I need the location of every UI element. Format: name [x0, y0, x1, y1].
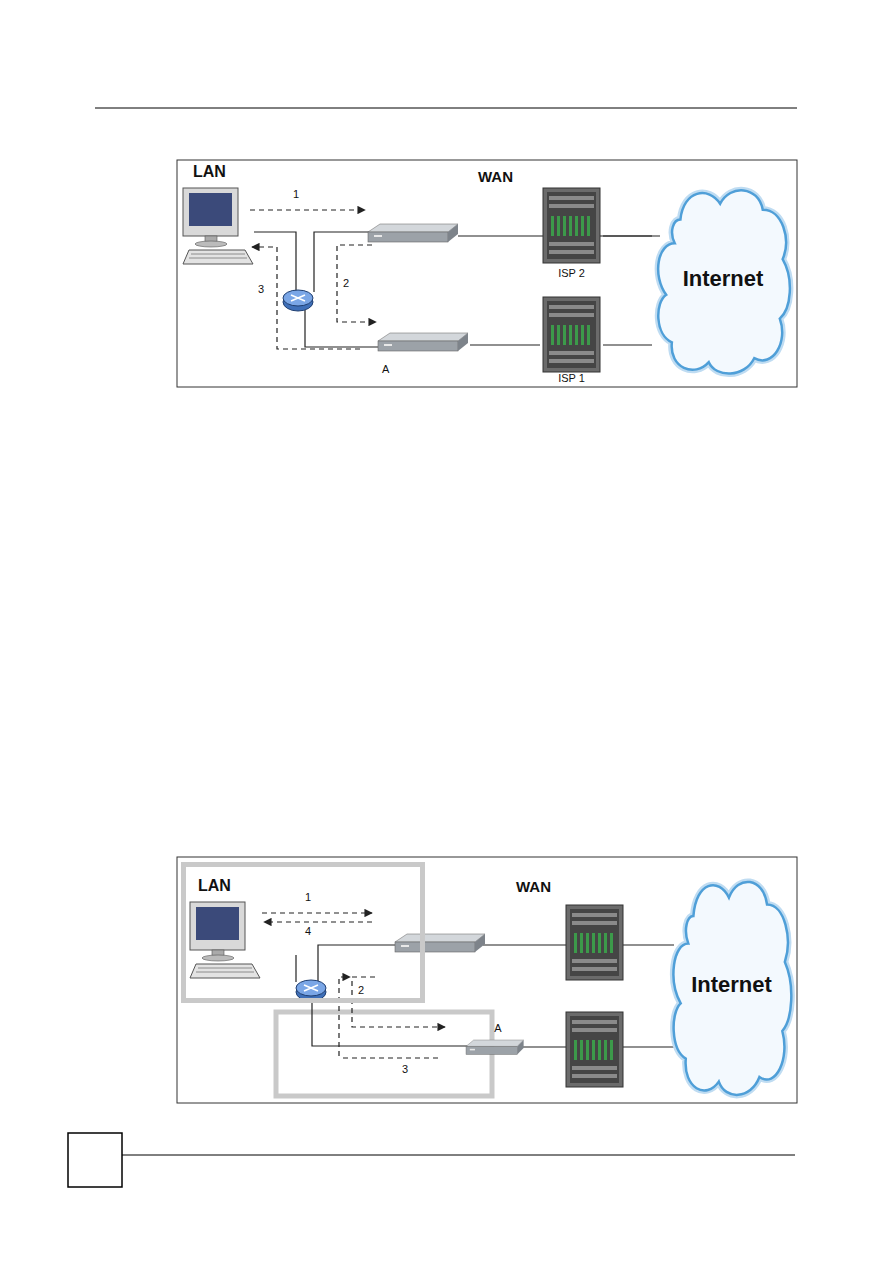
- network-link: [470, 344, 540, 345]
- callout-number: 2: [358, 984, 364, 997]
- callout-number: 2: [343, 277, 349, 290]
- footer-rule: [122, 1155, 795, 1156]
- lan-region: LAN: [181, 862, 425, 1003]
- network-link: [603, 235, 652, 236]
- callout-number: 3: [402, 1063, 408, 1076]
- node-label: A: [494, 1022, 501, 1035]
- modem-device: [466, 1040, 524, 1054]
- figure-frame: [177, 160, 797, 387]
- header-rule: [95, 108, 797, 109]
- callout-number: 4: [305, 925, 311, 938]
- isp-server: [543, 188, 600, 263]
- router-icon: [296, 980, 326, 1001]
- router-node: A: [462, 1020, 526, 1058]
- network-link: [603, 344, 652, 345]
- internet-cloud: Internet: [652, 180, 794, 378]
- callout-number: 1: [293, 188, 299, 201]
- isp-server: [566, 905, 623, 980]
- modem-device: [368, 224, 458, 242]
- flow-arrows: [250, 210, 376, 349]
- node-label: A: [382, 363, 389, 376]
- node-label: LAN: [198, 877, 231, 895]
- flow-arrows: [262, 913, 445, 1058]
- computer: [190, 902, 260, 978]
- router-node: A: [376, 318, 470, 376]
- node-label: ISP 2: [558, 267, 585, 280]
- isp-server-node: ISP 2: [540, 186, 603, 281]
- zone-label: WAN: [478, 168, 513, 185]
- router-icon: [283, 290, 313, 311]
- lan-wires: [254, 232, 543, 347]
- wan-region: [276, 1012, 492, 1096]
- callout-number: 3: [258, 283, 264, 296]
- isp-server-node: ISP 1: [540, 295, 603, 386]
- zone-label: WAN: [516, 878, 551, 895]
- callout-number: 1: [305, 891, 311, 904]
- isp-server: [543, 297, 600, 372]
- figure-frame: [177, 857, 797, 1103]
- node-label: ISP 1: [558, 372, 585, 385]
- computer: [183, 188, 253, 264]
- cloud-label: Internet: [691, 972, 772, 997]
- internet-cloud: Internet: [668, 870, 795, 1100]
- modem-device: [378, 333, 468, 351]
- cloud-label: Internet: [683, 266, 764, 291]
- isp-server: [566, 1012, 623, 1087]
- wan-wire: [600, 235, 660, 236]
- modem-device: [395, 934, 485, 952]
- page-number-box: [68, 1133, 122, 1187]
- zone-label: LAN: [193, 163, 226, 181]
